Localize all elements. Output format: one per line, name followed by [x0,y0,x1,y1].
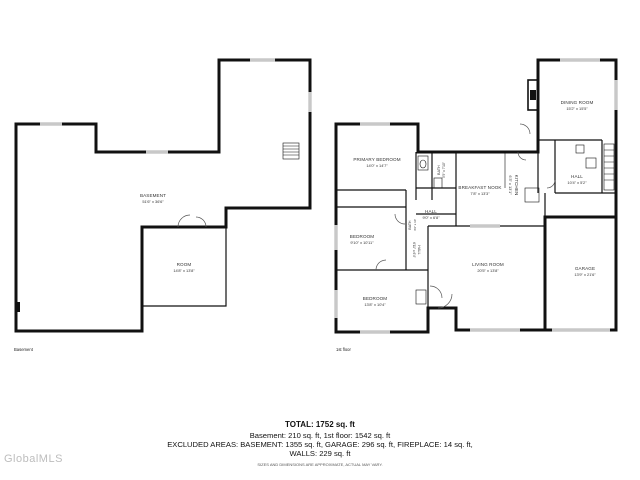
door-swing [375,259,387,271]
room-name-bath: BATH [408,220,412,230]
room-dims-hall: 10'4" x 5'2" [567,180,587,185]
door-swing [429,285,443,299]
disclaimer: SIZES AND DIMENSIONS ARE APPROXIMATE, AC… [257,462,383,467]
room-name-bath: BATH [437,165,441,175]
room-name-kitchen: KITCHEN [514,175,519,196]
room-name-bedroom: BEDROOM [350,234,375,239]
room-dims-basement: 51'6" x 36'6" [142,199,164,204]
room-dims-kitchen: 6'3" x 13'1" [508,175,513,195]
basement-door-swing [177,214,191,228]
room-dims-garage: 13'9" x 21'6" [574,272,596,277]
room-dims-breakfast-nook: 7'8" x 13'3" [470,191,490,196]
room-name-living-room: LIVING ROOM [472,262,504,267]
basement-utility [16,302,20,312]
room-dims-hall: 9'0" x 6'8" [422,215,440,220]
total-area: TOTAL: 1752 sq. ft [285,420,355,429]
room-name-primary-bedroom: PRIMARY BEDROOM [353,157,400,162]
room-dims-bath: 4'9" x 10' [413,219,417,231]
room-dims-bedroom: 13'8" x 10'4" [364,302,386,307]
basement-stairs-icon [282,142,300,160]
floor-label-basement: Basement [14,347,34,352]
room-dims-primary-bedroom: 14'0" x 14'7" [366,163,388,168]
room-name-hall: HALL [425,209,437,214]
room-name-room: ROOM [177,262,192,267]
door-swing [437,293,453,309]
kitchen-counter [504,152,540,203]
fireplace-icon [527,79,539,111]
room-name-bedroom: BEDROOM [363,296,388,301]
room-dims-room: 14'8" x 13'8" [173,268,195,273]
excluded-areas: EXCLUDED AREAS: BASEMENT: 1355 sq. ft, G… [167,440,473,449]
door-swing [517,151,527,161]
room-name-breakfast-nook: BREAKFAST NOOK [458,185,502,190]
room-dims-bedroom: 9'10" x 10'11" [350,240,374,245]
floor-label-first: 1st floor [336,347,352,352]
room-dims-bath: 5'9" x 7'10" [442,162,446,178]
area-breakdown: Basement: 210 sq. ft, 1st floor: 1542 sq… [249,431,391,440]
room-name-hall: HALL [571,174,583,179]
basement-door-swing [195,216,207,228]
room-dims-living-room: 20'5" x 13'8" [477,268,499,273]
walls-area: WALLS: 229 sq. ft [289,449,351,458]
room-name-hall: HALL [417,245,421,254]
door-swing [519,123,531,135]
room-name-basement: BASEMENT [140,193,166,198]
basement-outline [14,58,312,333]
first-floor: DINING ROOM 15'2" x 15'5" PRIMARY BEDROO… [334,58,618,352]
door-swing [546,179,556,189]
bath-fixtures [415,144,597,305]
door-swing [394,213,406,225]
room-name-dining-room: DINING ROOM [561,100,594,105]
brand-watermark: GlobalMLS [4,453,63,465]
basement-room-walls [141,227,227,307]
room-dims-hall: 6'11" x 6'4" [412,242,416,257]
first-floor-stairs-icon [603,143,615,191]
room-dims-dining-room: 15'2" x 15'5" [566,106,588,111]
basement-floor: BASEMENT 51'6" x 36'6" ROOM 14'8" x 13'8… [14,58,312,352]
room-name-garage: GARAGE [575,266,595,271]
